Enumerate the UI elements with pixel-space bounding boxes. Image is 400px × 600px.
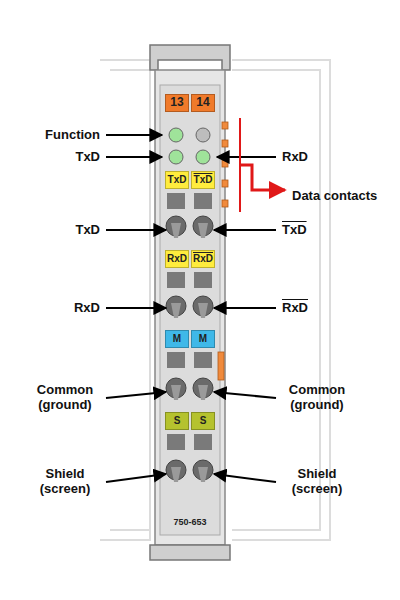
data-contacts-bracket [240, 118, 285, 212]
led [169, 128, 210, 164]
marker-number: 14 [191, 94, 215, 112]
clamp-lever [171, 385, 181, 400]
clamp-lever [198, 303, 208, 318]
wire-entry [167, 193, 185, 209]
clamp-lever [198, 467, 208, 482]
wire-entry [167, 434, 185, 450]
signal-name: Shield (screen) [280, 467, 354, 497]
clamp-lever [198, 223, 208, 238]
neighbour-modules [100, 60, 330, 540]
terminal-marker: RxD [165, 250, 189, 268]
part-number: 750-653 [158, 515, 222, 529]
clamp-lever [171, 467, 181, 482]
wire-entry [194, 352, 212, 368]
led-label: Function [20, 128, 100, 143]
marker-number: 13 [165, 94, 189, 112]
led-label: RxD [282, 150, 362, 165]
terminal-marker: TxD [165, 171, 189, 189]
signal-name: Shield (screen) [28, 467, 102, 497]
clamp-lever [171, 303, 181, 318]
signal-name: Common (ground) [28, 383, 102, 413]
clamp-lever [198, 385, 208, 400]
clamp-lever [171, 223, 181, 238]
wire-entry [194, 434, 212, 450]
wire-entry [194, 272, 212, 288]
signal-name: Common (ground) [280, 383, 354, 413]
terminal-marker: RxD [191, 250, 215, 268]
wire-entry [167, 272, 185, 288]
terminal-marker: TxD [191, 171, 215, 189]
callout-label: Data contacts [292, 189, 392, 204]
terminal-marker: S [165, 412, 189, 430]
led-label: TxD [20, 150, 100, 165]
signal-name: TxD [20, 223, 100, 238]
signal-name: TxD [282, 223, 362, 238]
terminal-marker: M [191, 330, 215, 348]
signal-name: RxD [20, 301, 100, 316]
wire-entry [194, 193, 212, 209]
signal-name: RxD [282, 301, 362, 316]
wire-entry [167, 352, 185, 368]
data-contact [218, 122, 228, 380]
terminal-marker: S [191, 412, 215, 430]
terminal-marker: M [165, 330, 189, 348]
module-body [150, 45, 230, 560]
